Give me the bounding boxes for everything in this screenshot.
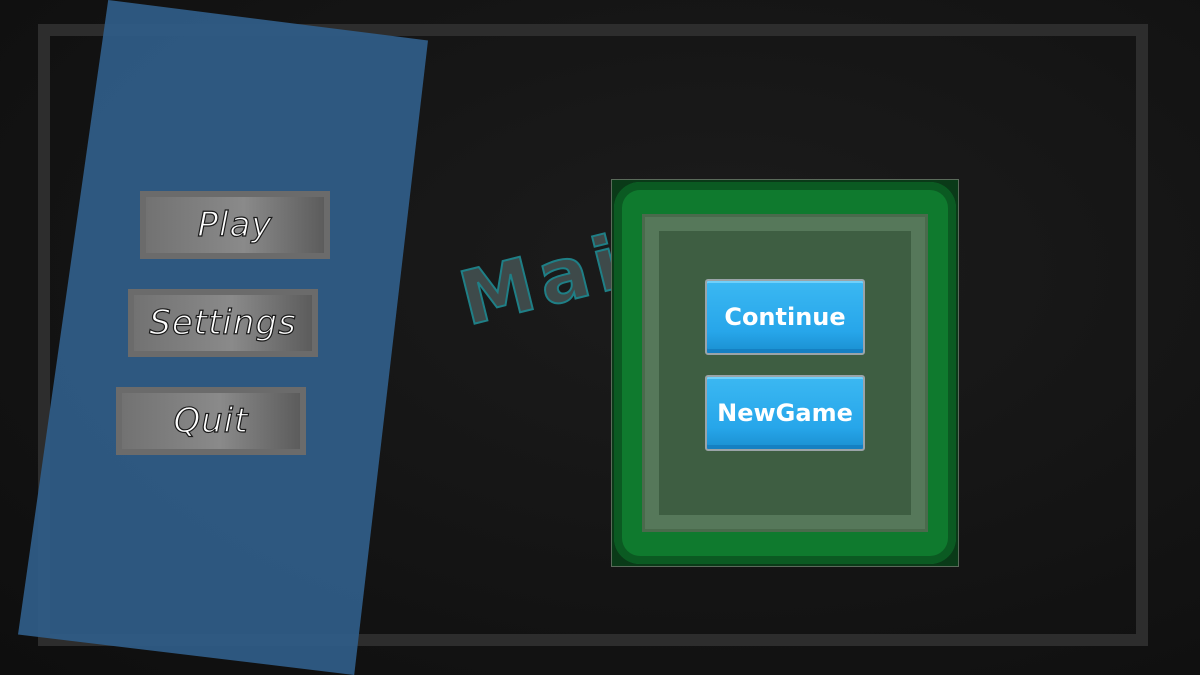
quit-button-label: Quit [173,400,249,441]
new-game-button[interactable]: NewGame [705,375,865,451]
continue-button[interactable]: Continue [705,279,865,355]
save-panel-core [659,231,911,515]
quit-button[interactable]: Quit [116,387,306,455]
save-panel-inner [642,214,928,532]
settings-button[interactable]: Settings [128,289,318,357]
settings-button-label: Settings [149,302,297,343]
continue-button-label: Continue [724,303,846,331]
new-game-button-label: NewGame [717,399,853,427]
save-panel [611,179,959,567]
play-button-label: Play [197,204,273,245]
play-button[interactable]: Play [140,191,330,259]
